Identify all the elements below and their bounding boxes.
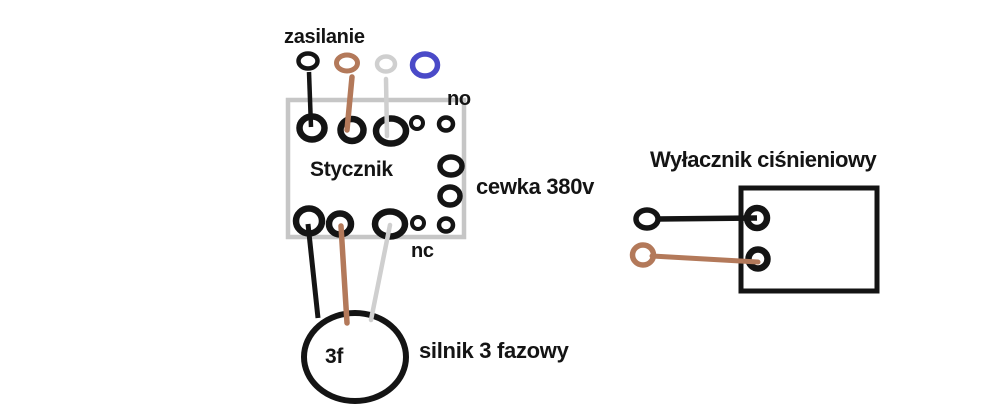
nc-contact-label: nc	[411, 240, 434, 262]
pressure-switch-title: Wyłacznik ciśnieniowy	[650, 147, 877, 172]
contactor-top-aux-2	[436, 115, 456, 133]
coil-terminal-2	[437, 184, 463, 208]
no-contact-label: no	[447, 88, 471, 110]
switch-wire-brown	[649, 253, 761, 265]
contactor-label: Stycznik	[310, 158, 393, 181]
neutral-ring-blue	[409, 51, 441, 79]
motor-symbol-label: 3f	[325, 345, 344, 368]
phase-ring-brown	[334, 52, 360, 74]
supply-wire-brown	[344, 74, 355, 133]
coil-voltage-label: cewka 380v	[476, 174, 595, 199]
contactor-top-terminal-2	[337, 115, 367, 145]
motor-wire-black	[305, 223, 321, 319]
supply-label: zasilanie	[284, 26, 365, 48]
phase-ring-gray	[374, 54, 398, 74]
motor-circle	[301, 310, 409, 404]
switch-lead-ring-black	[633, 207, 661, 231]
pressure-switch-box	[738, 185, 880, 294]
motor-wire-brown	[338, 223, 350, 326]
phase-ring-black	[296, 51, 320, 71]
contactor-bottom-aux-1	[410, 215, 426, 231]
supply-wire-gray	[383, 76, 390, 139]
motor-caption: silnik 3 fazowy	[419, 338, 569, 363]
switch-wire-black	[656, 215, 758, 222]
motor-wire-gray	[368, 222, 393, 323]
coil-terminal-1	[437, 154, 465, 178]
switch-terminal-2	[745, 246, 771, 272]
contactor-top-terminal-3	[372, 115, 410, 147]
contactor-top-aux-1	[409, 115, 425, 131]
supply-wire-black	[306, 71, 314, 128]
contactor-bottom-aux-2	[436, 216, 456, 234]
